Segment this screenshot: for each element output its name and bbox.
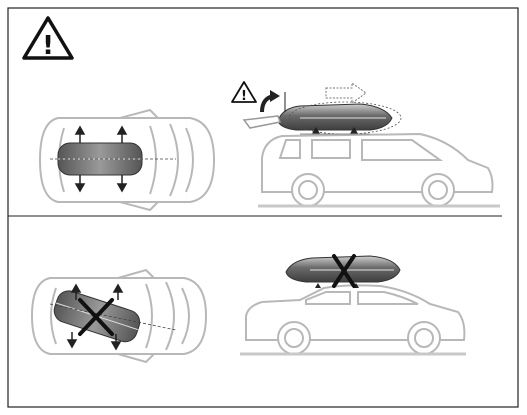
x-cross-icon	[332, 254, 356, 288]
warning-triangle-icon: !	[22, 16, 74, 61]
mount-arrows-incorrect	[66, 283, 124, 351]
x-cross-icon	[78, 298, 114, 336]
open-lid	[242, 115, 281, 129]
curved-arrow-icon	[260, 90, 286, 113]
mount-arrows-correct	[74, 125, 128, 193]
side-view-sedan-incorrect	[245, 284, 466, 355]
roof-rail-supports-top	[300, 127, 370, 135]
outer-frame	[7, 7, 519, 408]
small-warning-triangle-icon: !	[231, 81, 257, 104]
roof-box-side-view-correct	[277, 103, 393, 131]
warning-glyph: !	[42, 31, 54, 61]
outlined-arrow-right-icon	[325, 82, 367, 104]
small-warning-glyph: !	[241, 89, 247, 104]
side-view-wagon-correct	[261, 132, 494, 207]
centerline-incorrect	[49, 303, 177, 331]
